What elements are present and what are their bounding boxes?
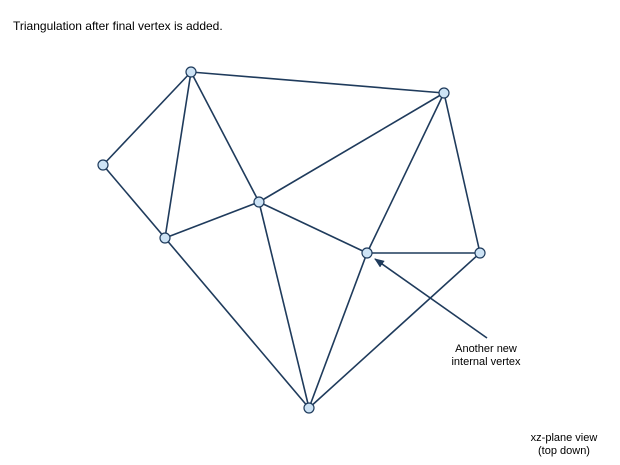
view-label: xz-plane view (top down) — [508, 432, 620, 458]
edge-g-h — [308, 252, 481, 409]
view-label-line-2: (top down) — [538, 445, 590, 457]
triangulation-vertices — [97, 66, 486, 414]
new-vertex-annotation: Another new internal vertex — [432, 343, 540, 369]
edge-f-h — [308, 252, 368, 409]
edge-b-g — [443, 92, 481, 254]
vertex-b — [438, 87, 450, 99]
edge-a-b — [190, 71, 445, 94]
vertex-f-new-internal — [361, 247, 373, 259]
edge-a-e — [190, 71, 260, 203]
edge-c-d — [102, 164, 166, 239]
vertex-c — [97, 159, 109, 171]
vertex-e — [253, 196, 265, 208]
view-label-line-1: xz-plane view — [530, 432, 598, 444]
vertex-d — [159, 232, 171, 244]
annotation-line-2: internal vertex — [451, 356, 521, 368]
edge-d-h — [164, 237, 310, 409]
annotation-arrow — [374, 258, 488, 339]
edge-a-c — [102, 71, 192, 166]
vertex-h — [303, 402, 315, 414]
triangulation-edges — [102, 71, 481, 409]
edge-e-f — [258, 201, 368, 254]
edge-a-d — [164, 71, 192, 239]
vertex-a — [185, 66, 197, 78]
edge-e-b — [258, 92, 445, 203]
figure-caption: Triangulation after final vertex is adde… — [13, 19, 223, 33]
edge-e-h — [258, 201, 310, 409]
annotation-line-1: Another new — [455, 343, 517, 355]
edge-d-e — [164, 201, 260, 239]
vertex-g — [474, 247, 486, 259]
edge-b-f — [366, 92, 445, 254]
